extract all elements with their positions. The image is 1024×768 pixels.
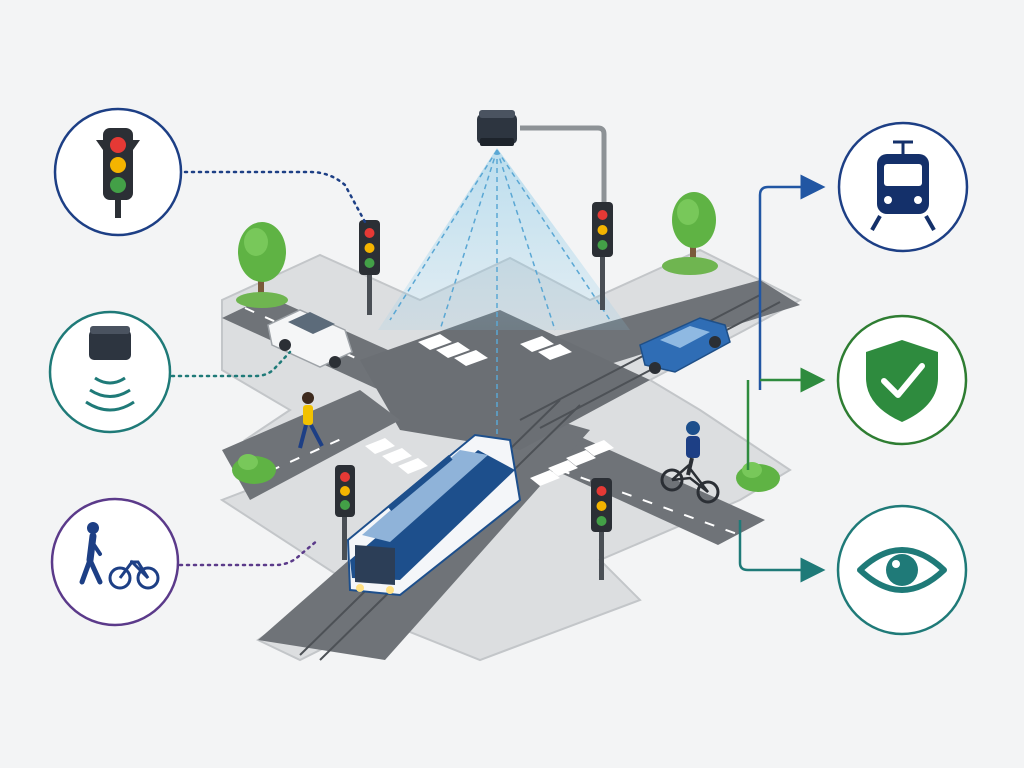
connector-traffic-light — [185, 172, 365, 222]
right-icon-shield — [838, 316, 966, 444]
tree-upper-left — [236, 222, 288, 308]
right-icon-eye — [838, 506, 966, 634]
left-icon-sensor — [50, 312, 170, 432]
tree-upper-right — [662, 192, 718, 275]
connector-eye — [740, 520, 818, 570]
left-icon-traffic-light — [55, 109, 181, 235]
left-icon-pedestrian-cyclist — [52, 499, 178, 625]
right-icon-tram — [839, 123, 967, 251]
right-connectors — [740, 187, 818, 570]
